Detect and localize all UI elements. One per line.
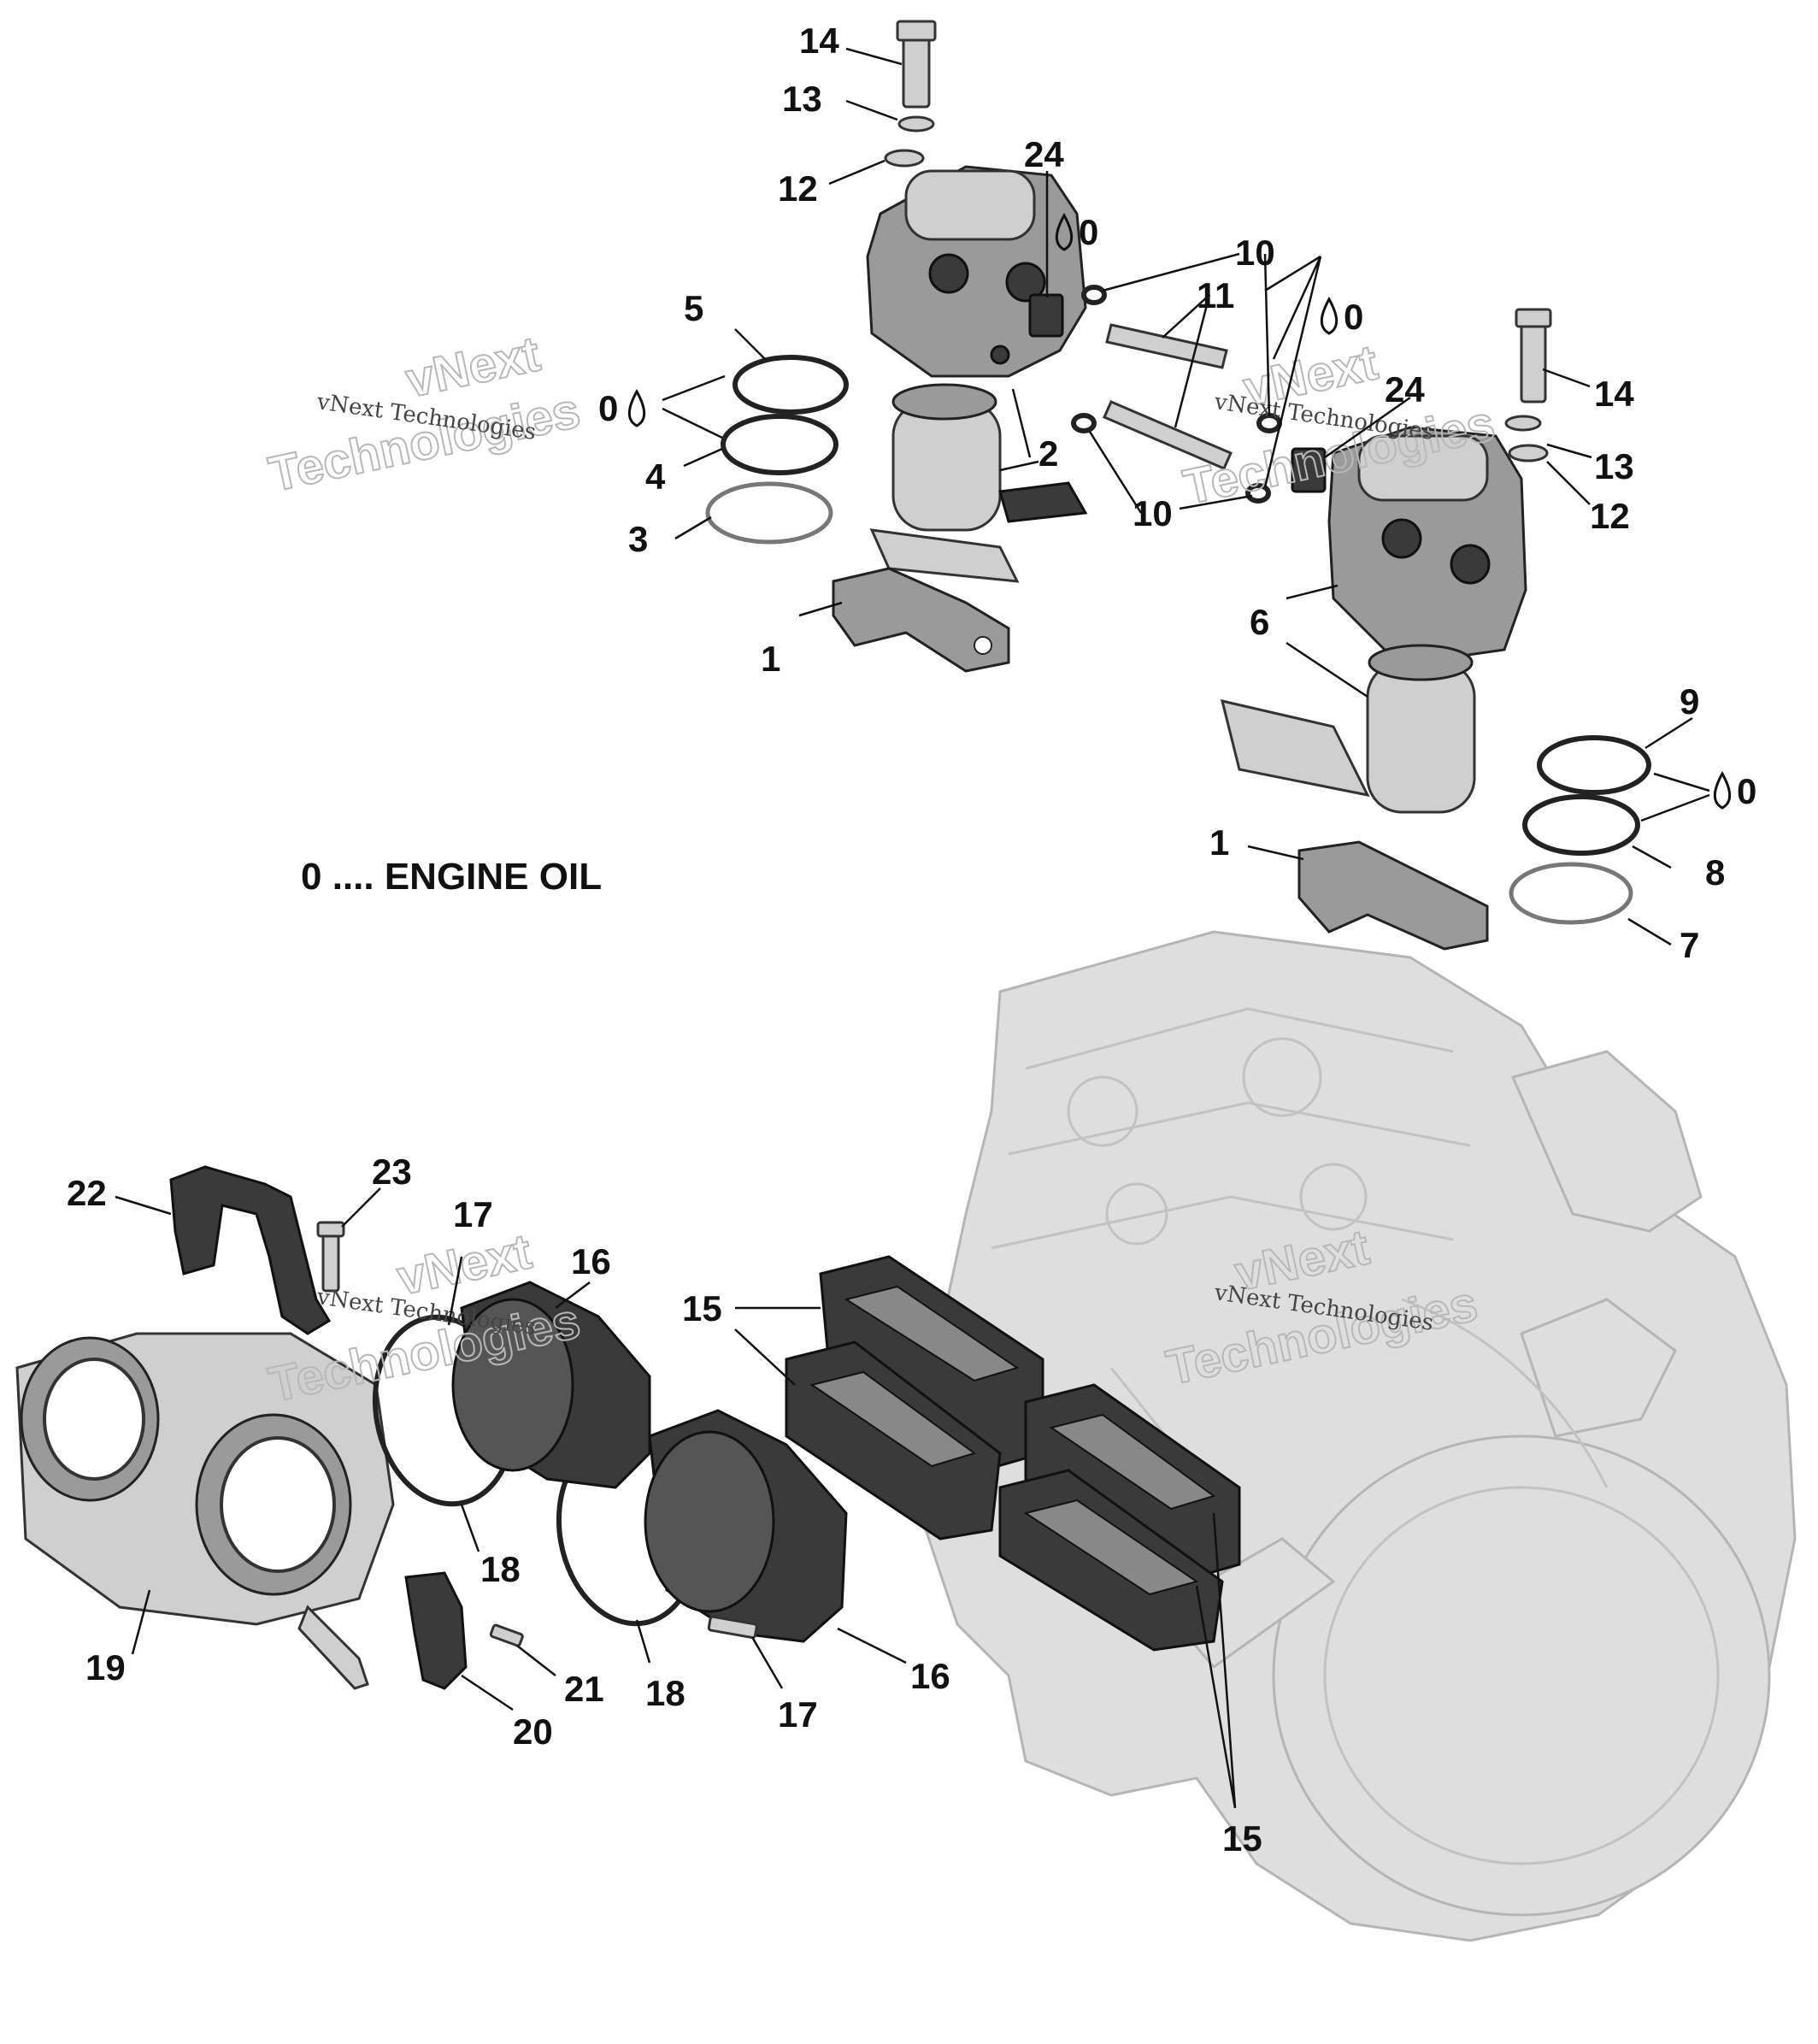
callout-10: 10 bbox=[1133, 493, 1173, 533]
callout-12: 12 bbox=[1590, 496, 1630, 536]
callout-17: 17 bbox=[778, 1694, 818, 1735]
upper-left-orings bbox=[705, 355, 849, 545]
callout-14: 14 bbox=[799, 21, 839, 61]
engine-assembly bbox=[921, 930, 1797, 1942]
callout-13: 13 bbox=[782, 79, 822, 119]
bolt-17 bbox=[707, 1615, 758, 1640]
callout-1: 1 bbox=[761, 639, 780, 679]
legend-engine-oil: 0 .... ENGINE OIL bbox=[301, 856, 602, 898]
callout-3: 3 bbox=[628, 519, 648, 559]
callout-labels: 14 13 12 24 10 11 5 4 3 2 1 10 24 14 13 … bbox=[67, 21, 1725, 1858]
watermark-1: vNext Technologies vNext Technologies bbox=[263, 325, 585, 503]
upper-left-housing bbox=[866, 165, 1087, 378]
oil-mark-label: 0 bbox=[1344, 297, 1363, 337]
oil-drop-icon bbox=[1713, 770, 1732, 810]
callout-16: 16 bbox=[910, 1656, 950, 1696]
callout-22: 22 bbox=[67, 1173, 107, 1213]
oil-mark-label: 0 bbox=[1737, 771, 1756, 811]
reed-valves-15 bbox=[785, 1255, 1241, 1652]
upper-left-oil-pump bbox=[869, 383, 1088, 583]
callout-20: 20 bbox=[513, 1711, 553, 1752]
throttle-body-19 bbox=[15, 1332, 395, 1690]
callout-21: 21 bbox=[564, 1669, 604, 1709]
callout-16: 16 bbox=[571, 1241, 611, 1281]
upper-left-bolt-14 bbox=[884, 20, 937, 168]
oil-mark-4: 0 bbox=[1713, 770, 1756, 811]
right-oil-pump bbox=[1220, 644, 1476, 814]
callout-18: 18 bbox=[480, 1549, 521, 1589]
intake-adaptor-16b bbox=[644, 1409, 848, 1643]
leader-lines bbox=[115, 47, 1710, 1809]
oil-mark-3: 0 bbox=[1320, 296, 1363, 337]
callout-5: 5 bbox=[684, 288, 703, 328]
callout-23: 23 bbox=[372, 1152, 412, 1192]
oil-mark-label: 0 bbox=[598, 388, 618, 428]
callout-7: 7 bbox=[1680, 925, 1699, 965]
upper-left-gasket-1 bbox=[832, 567, 1010, 673]
oil-drop-icon bbox=[627, 388, 646, 427]
callout-12: 12 bbox=[778, 168, 818, 209]
callout-2: 2 bbox=[1038, 433, 1058, 474]
callout-4: 4 bbox=[645, 457, 666, 497]
intake-adaptor-16a bbox=[451, 1281, 651, 1489]
callout-10: 10 bbox=[1235, 233, 1275, 273]
oil-mark-1: 0 bbox=[1055, 212, 1098, 252]
callout-1: 1 bbox=[1209, 822, 1229, 863]
bracket-22 bbox=[169, 1165, 332, 1335]
right-bolt-14 bbox=[1504, 308, 1552, 462]
callout-8: 8 bbox=[1705, 852, 1725, 892]
oil-drop-icon bbox=[1055, 212, 1074, 251]
right-housing bbox=[1327, 426, 1527, 660]
oil-mark-2: 0 bbox=[598, 388, 646, 428]
callout-18: 18 bbox=[645, 1673, 685, 1713]
bolt-23 bbox=[316, 1221, 345, 1293]
callout-13: 13 bbox=[1594, 446, 1634, 486]
right-connector-24 bbox=[1291, 447, 1327, 493]
oil-tubes-11 bbox=[1071, 285, 1282, 504]
callout-11: 11 bbox=[1197, 275, 1234, 315]
callout-14: 14 bbox=[1594, 374, 1634, 414]
callout-9: 9 bbox=[1680, 681, 1699, 722]
screw-21 bbox=[489, 1623, 524, 1647]
sensor-20 bbox=[404, 1571, 468, 1690]
upper-left-connector-24 bbox=[1028, 293, 1064, 338]
callout-24: 24 bbox=[1024, 134, 1064, 174]
right-gasket-1 bbox=[1297, 840, 1489, 951]
right-orings bbox=[1509, 735, 1651, 925]
callout-19: 19 bbox=[85, 1647, 126, 1688]
oil-drop-icon bbox=[1320, 296, 1338, 335]
callout-15: 15 bbox=[682, 1288, 722, 1328]
callout-24: 24 bbox=[1385, 369, 1425, 409]
callout-17: 17 bbox=[453, 1194, 493, 1234]
oil-mark-label: 0 bbox=[1079, 212, 1098, 252]
callout-15: 15 bbox=[1222, 1818, 1262, 1858]
callout-6: 6 bbox=[1250, 602, 1269, 642]
